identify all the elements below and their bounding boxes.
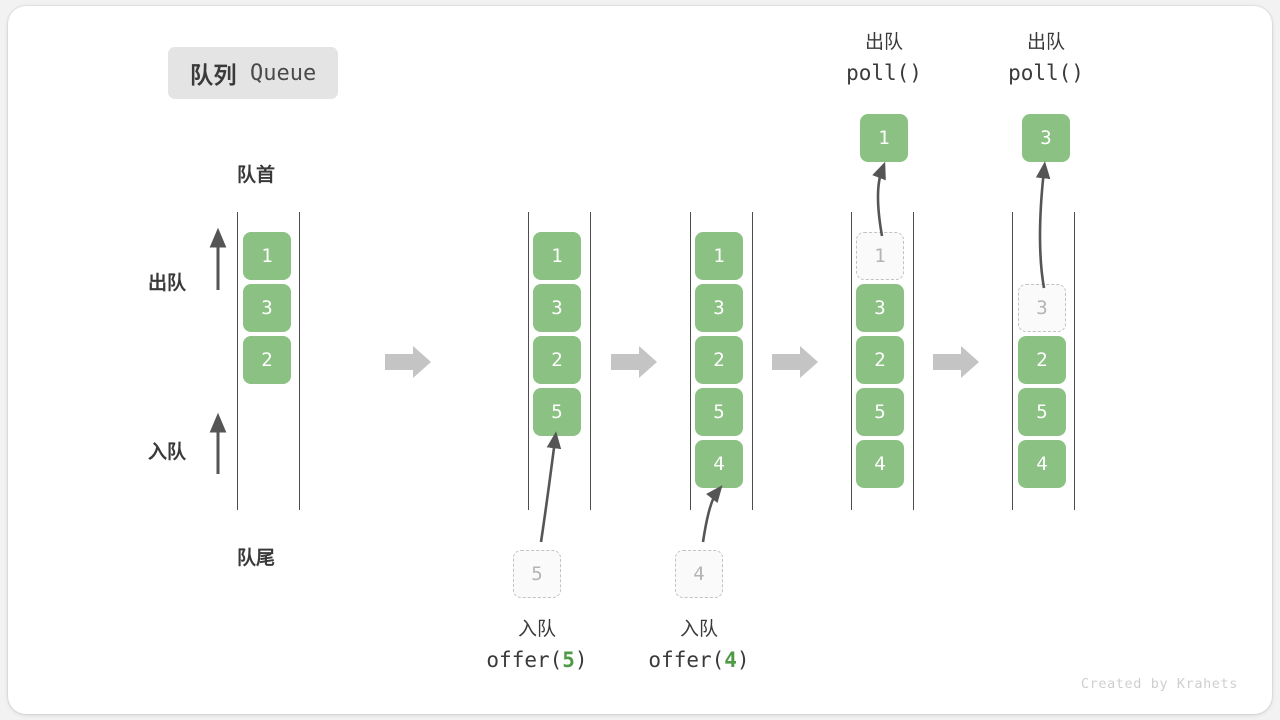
caption-fn-close: ) <box>574 648 588 673</box>
queue-cell-state-after-offer-4-4: 4 <box>695 440 743 488</box>
enqueue-caption-state-after-offer-5: 入队 offer(5) <box>457 615 617 677</box>
queue-rail-right <box>752 212 753 510</box>
queue-rail-left <box>690 212 691 510</box>
queue-cell-state-after-poll-3-3: 5 <box>1018 388 1066 436</box>
dequeue-caption-state-after-poll-3: 出队 poll() <box>966 28 1126 90</box>
enqueue-caption-state-after-offer-4: 入队 offer(4) <box>619 615 779 677</box>
step-arrow <box>772 346 818 378</box>
caption-chinese: 入队 <box>517 619 556 640</box>
title-chinese: 队列 <box>190 62 237 88</box>
dequeue-caption-state-after-poll-1: 出队 poll() <box>804 28 964 90</box>
queue-rail-right <box>913 212 914 510</box>
caption-code: offer(4) <box>619 644 779 677</box>
dequeue-transfer-arrow <box>872 161 886 237</box>
caption-fn-close: ) <box>736 648 750 673</box>
queue-cell-state-initial-1: 3 <box>243 284 291 332</box>
caption-code: poll() <box>804 57 964 90</box>
queue-cell-state-after-poll-1-3: 5 <box>856 388 904 436</box>
enqueue-source-ghost-state-after-offer-4: 4 <box>675 550 723 598</box>
queue-cell-state-after-offer-5-2: 2 <box>533 336 581 384</box>
label-queue-front: 队首 <box>237 165 276 186</box>
label-dequeue-direction: 出队 <box>148 273 187 294</box>
queue-cell-state-after-poll-1-1: 3 <box>856 284 904 332</box>
title-english: Queue <box>250 60 317 86</box>
label-queue-rear: 队尾 <box>237 548 276 569</box>
label-enqueue-direction: 入队 <box>148 442 187 463</box>
caption-fn-arg: 5 <box>562 648 575 673</box>
queue-cell-state-after-poll-1-4: 4 <box>856 440 904 488</box>
queue-rail-right <box>1074 212 1075 510</box>
dequeue-transfer-arrow <box>1035 161 1051 289</box>
caption-chinese: 出队 <box>864 32 903 53</box>
queue-rail-right <box>299 212 300 510</box>
queue-rail-right <box>590 212 591 510</box>
caption-code: poll() <box>966 57 1126 90</box>
watermark: Created by Krahets <box>1080 676 1238 692</box>
queue-rail-left <box>237 212 238 510</box>
queue-rail-left <box>851 212 852 510</box>
caption-fn-name: poll( <box>846 61 910 86</box>
dequeue-result-cell-state-after-poll-3: 3 <box>1022 114 1070 162</box>
queue-cell-state-after-offer-5-1: 3 <box>533 284 581 332</box>
queue-cell-state-after-offer-4-3: 5 <box>695 388 743 436</box>
step-arrow <box>611 346 657 378</box>
caption-fn-name: offer( <box>648 648 725 673</box>
queue-cell-state-after-poll-3-4: 4 <box>1018 440 1066 488</box>
step-arrow <box>933 346 979 378</box>
step-arrow <box>385 346 431 378</box>
queue-cell-state-after-poll-1-2: 2 <box>856 336 904 384</box>
caption-fn-arg: 4 <box>724 648 737 673</box>
dequeue-result-cell-state-after-poll-1: 1 <box>860 114 908 162</box>
caption-code: offer(5) <box>457 644 617 677</box>
caption-chinese: 出队 <box>1026 32 1065 53</box>
queue-cell-state-initial-2: 2 <box>243 336 291 384</box>
queue-cell-state-after-poll-3-1: 3 <box>1018 284 1066 332</box>
queue-cell-state-after-offer-4-2: 2 <box>695 336 743 384</box>
caption-fn-name: offer( <box>486 648 563 673</box>
queue-cell-state-after-offer-4-1: 3 <box>695 284 743 332</box>
queue-rail-left <box>528 212 529 510</box>
queue-cell-state-after-poll-1-0: 1 <box>856 232 904 280</box>
queue-cell-state-initial-0: 1 <box>243 232 291 280</box>
queue-cell-state-after-offer-4-0: 1 <box>695 232 743 280</box>
enqueue-source-ghost-state-after-offer-5: 5 <box>513 550 561 598</box>
caption-fn-name: poll( <box>1008 61 1072 86</box>
queue-cell-state-after-poll-3-2: 2 <box>1018 336 1066 384</box>
queue-rail-left <box>1012 212 1013 510</box>
title-badge: 队列 Queue <box>168 47 339 99</box>
caption-fn-close: ) <box>1071 61 1084 86</box>
caption-chinese: 入队 <box>679 619 718 640</box>
enqueue-transfer-arrow <box>539 431 562 543</box>
queue-cell-state-after-offer-5-3: 5 <box>533 388 581 436</box>
caption-fn-close: ) <box>909 61 922 86</box>
enqueue-transfer-arrow <box>701 485 723 543</box>
queue-cell-state-after-offer-5-0: 1 <box>533 232 581 280</box>
